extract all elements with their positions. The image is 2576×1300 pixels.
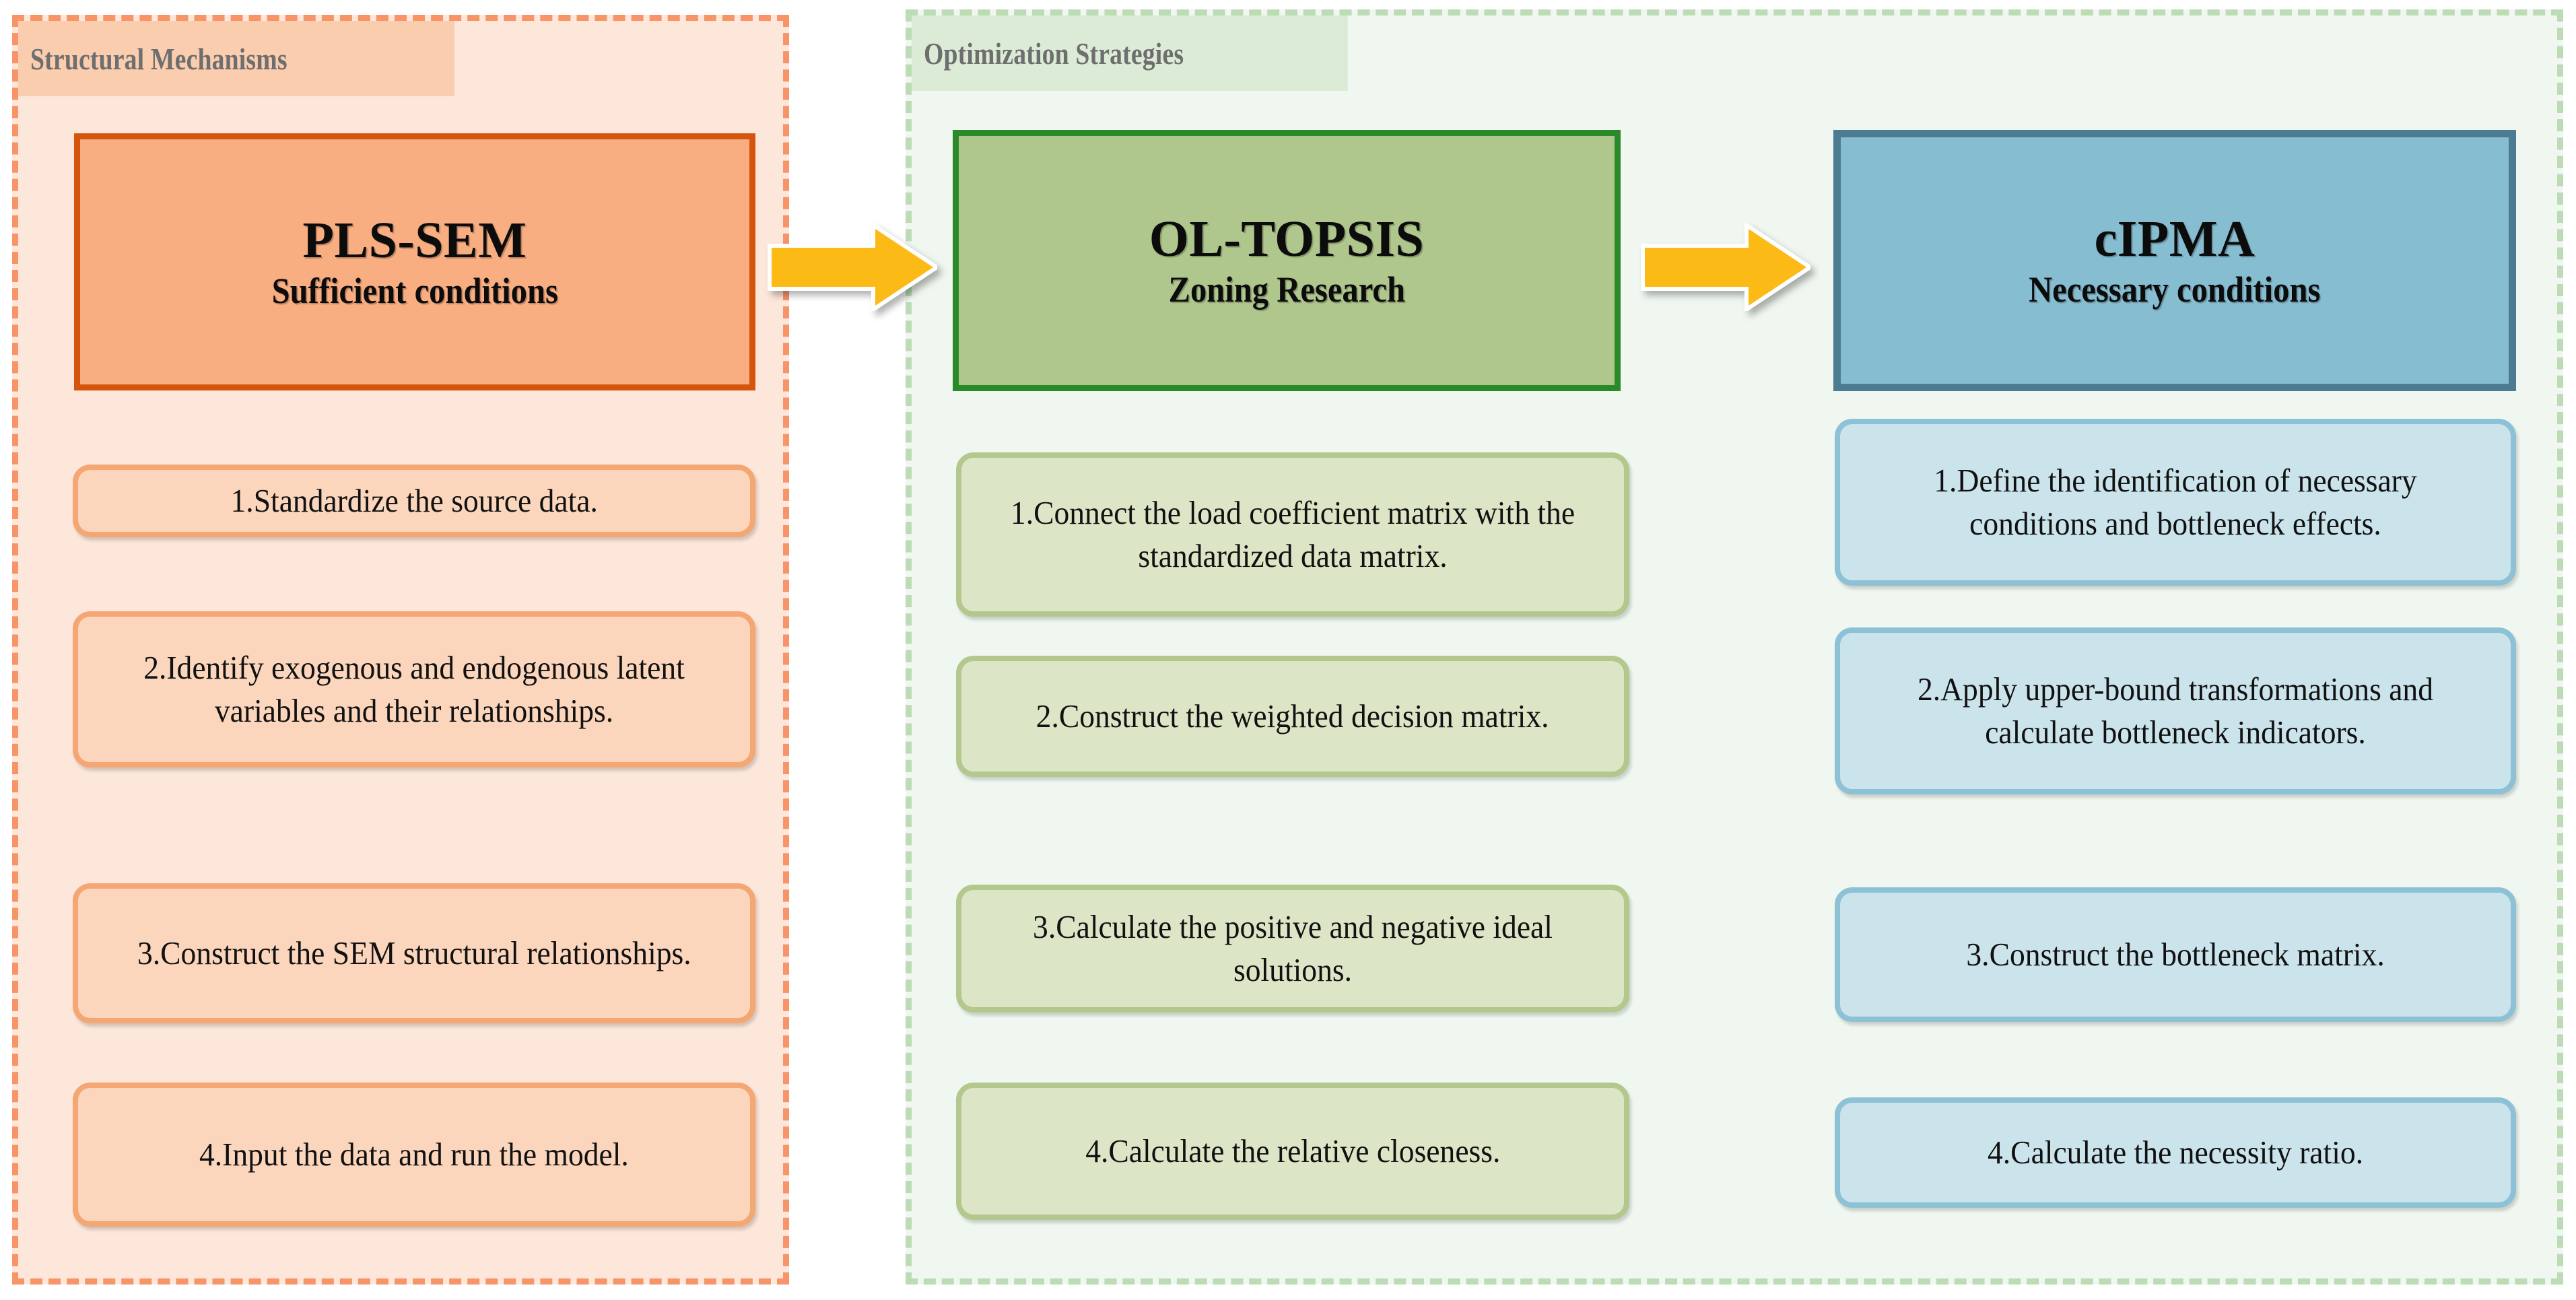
step-text: 3.Construct the bottleneck matrix. [1966,936,2385,973]
panel-title-structural-mechanisms: Structural Mechanisms [18,21,454,96]
header-box-pls-sem-subtitle: Sufficient conditions [271,270,558,311]
step-text: 3.Construct the SEM structural relations… [137,934,691,972]
step-text: 4.Input the data and run the model. [199,1136,629,1173]
step-box[interactable]: 4.Calculate the relative closeness. [956,1083,1629,1220]
panel-title-optimization-strategies: Optimization Strategies [912,15,1348,91]
header-box-ol-topsis-title: OL-TOPSIS [1149,211,1425,268]
step-box[interactable]: 3.Calculate the positive and negative id… [956,885,1629,1013]
step-box[interactable]: 3.Construct the bottleneck matrix. [1835,887,2516,1022]
header-box-cipma[interactable]: cIPMA Necessary conditions [1833,130,2516,391]
step-text: 2.Apply upper-bound transformations and … [1917,671,2434,751]
step-text: 2.Construct the weighted decision matrix… [1036,697,1549,735]
step-box[interactable]: 4.Input the data and run the model. [73,1083,755,1227]
step-box[interactable]: 2.Identify exogenous and endogenous late… [73,611,755,767]
step-box[interactable]: 3.Construct the SEM structural relations… [73,883,755,1023]
step-text: 4.Calculate the necessity ratio. [1987,1134,2364,1171]
step-text: 1.Standardize the source data. [230,482,598,520]
right-arrow-icon [1641,224,1810,311]
header-box-cipma-subtitle: Necessary conditions [2029,269,2321,310]
step-box[interactable]: 4.Calculate the necessity ratio. [1835,1097,2516,1208]
header-box-pls-sem-title: PLS-SEM [302,212,527,269]
step-text: 1.Define the identification of necessary… [1934,462,2417,542]
step-box[interactable]: 2.Apply upper-bound transformations and … [1835,627,2516,794]
right-arrow-icon [768,224,937,311]
header-box-ol-topsis[interactable]: OL-TOPSIS Zoning Research [953,130,1621,391]
step-text: 4.Calculate the relative closeness. [1085,1132,1501,1170]
header-box-pls-sem[interactable]: PLS-SEM Sufficient conditions [74,133,755,390]
step-text: 3.Calculate the positive and negative id… [1033,908,1553,988]
step-text: 1.Connect the load coefficient matrix wi… [1010,494,1575,574]
step-text: 2.Identify exogenous and endogenous late… [143,649,685,729]
step-box[interactable]: 1.Standardize the source data. [73,465,755,537]
step-box[interactable]: 2.Construct the weighted decision matrix… [956,656,1629,777]
step-box[interactable]: 1.Connect the load coefficient matrix wi… [956,452,1629,617]
header-box-ol-topsis-subtitle: Zoning Research [1168,269,1405,310]
header-box-cipma-title: cIPMA [2094,211,2256,268]
step-box[interactable]: 1.Define the identification of necessary… [1835,419,2516,586]
